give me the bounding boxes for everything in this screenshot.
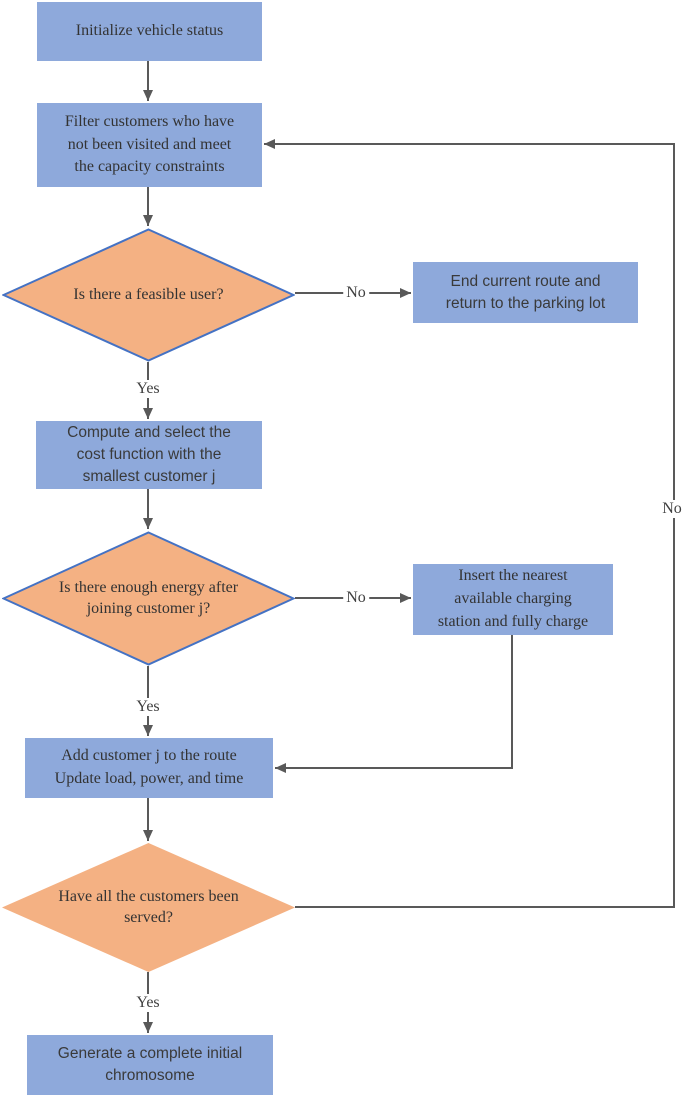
label-yes-served: Yes: [133, 994, 163, 1012]
process-generate-chromosome: Generate a complete initial chromosome: [27, 1035, 273, 1095]
decision-feasible-user: Is there a feasible user?: [2, 228, 295, 362]
node-label: Is there a feasible user?: [73, 285, 224, 303]
edge-served-no-to-filter: [264, 139, 675, 908]
node-label: Is there enough energy after joining cus…: [58, 578, 239, 617]
label-no-energy: No: [343, 589, 369, 607]
diamond-shape: [2, 843, 295, 972]
label-no-feasible: No: [343, 284, 369, 302]
node-label: Add customer j to the route Update load,…: [54, 747, 244, 787]
process-filter-customers: Filter customers who have not been visit…: [37, 103, 262, 187]
node-label: Generate a complete initial chromosome: [57, 1045, 243, 1084]
process-compute-cost-function: Compute and select the cost function wit…: [36, 421, 262, 489]
process-add-customer-to-route: Add customer j to the route Update load,…: [25, 738, 273, 798]
process-insert-charging-station: Insert the nearest available charging st…: [413, 564, 613, 635]
node-label: Compute and select the cost function wit…: [67, 424, 231, 485]
node-label: Have all the customers been served?: [58, 887, 239, 926]
diamond-shape: [2, 228, 295, 362]
node-label: Filter customers who have not been visit…: [64, 112, 235, 176]
process-initialize-vehicle-status: Initialize vehicle status: [37, 2, 262, 61]
label-no-served: No: [659, 500, 685, 518]
node-label: End current route and return to the park…: [445, 272, 606, 312]
decision-enough-energy: Is there enough energy after joining cus…: [2, 531, 295, 666]
label-yes-energy: Yes: [133, 698, 163, 716]
node-label: Insert the nearest available charging st…: [437, 567, 589, 630]
label-yes-feasible: Yes: [133, 380, 163, 398]
diamond-shape: [2, 531, 295, 666]
node-label: Initialize vehicle status: [75, 22, 224, 40]
edge-insert-station-to-add-customer: [275, 635, 513, 773]
decision-all-customers-served: Have all the customers been served?: [2, 843, 295, 972]
process-end-current-route: End current route and return to the park…: [413, 262, 638, 323]
